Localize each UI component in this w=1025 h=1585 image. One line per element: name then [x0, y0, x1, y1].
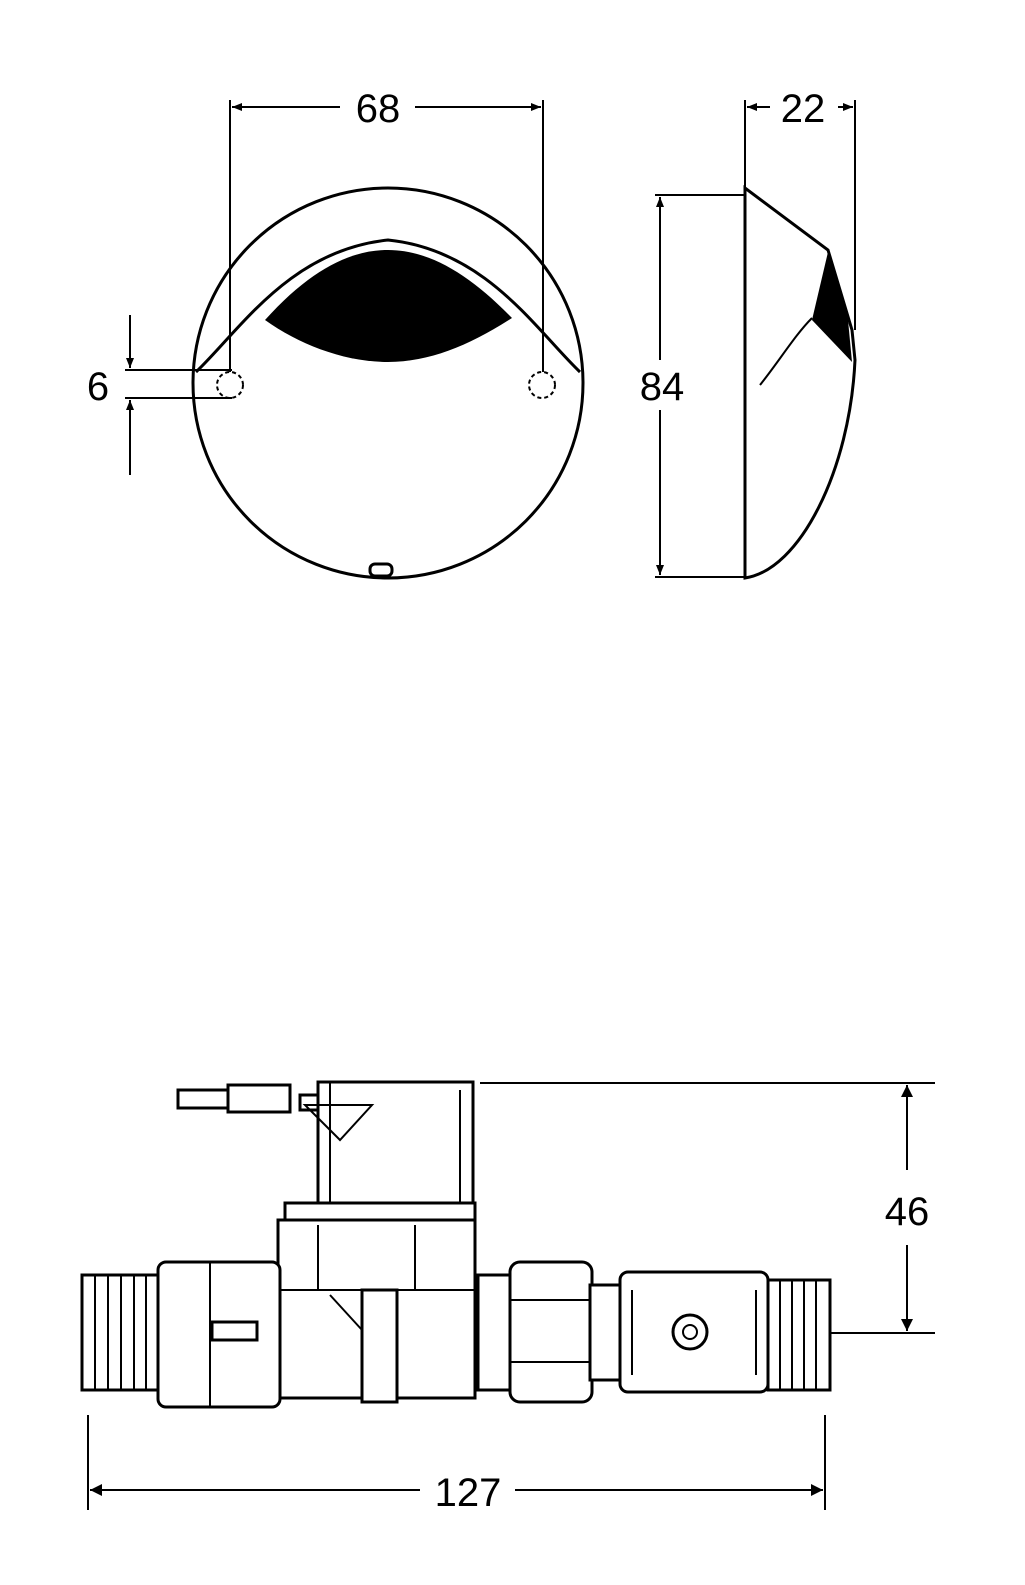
- dimension-127: 127: [435, 1471, 502, 1515]
- dimension-68: 68: [356, 87, 401, 131]
- solenoid-coil: [316, 1080, 475, 1224]
- bottom-notch: [368, 562, 394, 578]
- cover-arch: [194, 238, 582, 374]
- mounting-hole-left: [216, 371, 244, 399]
- side-sensor-window: [812, 252, 852, 362]
- side-view: 22 84: [640, 87, 857, 580]
- side-outline: [743, 185, 857, 580]
- shutoff-body: [618, 1270, 770, 1394]
- shutoff-screw: [671, 1313, 709, 1351]
- right-nut: [508, 1260, 594, 1404]
- sensor-window: [265, 250, 512, 362]
- front-view: 68 6: [87, 87, 585, 580]
- cable-end: [176, 1088, 230, 1110]
- mounting-hole-right: [528, 371, 556, 399]
- dimension-22: 22: [781, 87, 826, 131]
- dimension-46: 46: [885, 1190, 930, 1234]
- cover-outline: [191, 186, 585, 580]
- dimension-6: 6: [87, 365, 109, 409]
- valve-view: 46 127: [80, 1080, 935, 1515]
- dimension-84: 84: [640, 365, 685, 409]
- right-thread: [766, 1278, 832, 1392]
